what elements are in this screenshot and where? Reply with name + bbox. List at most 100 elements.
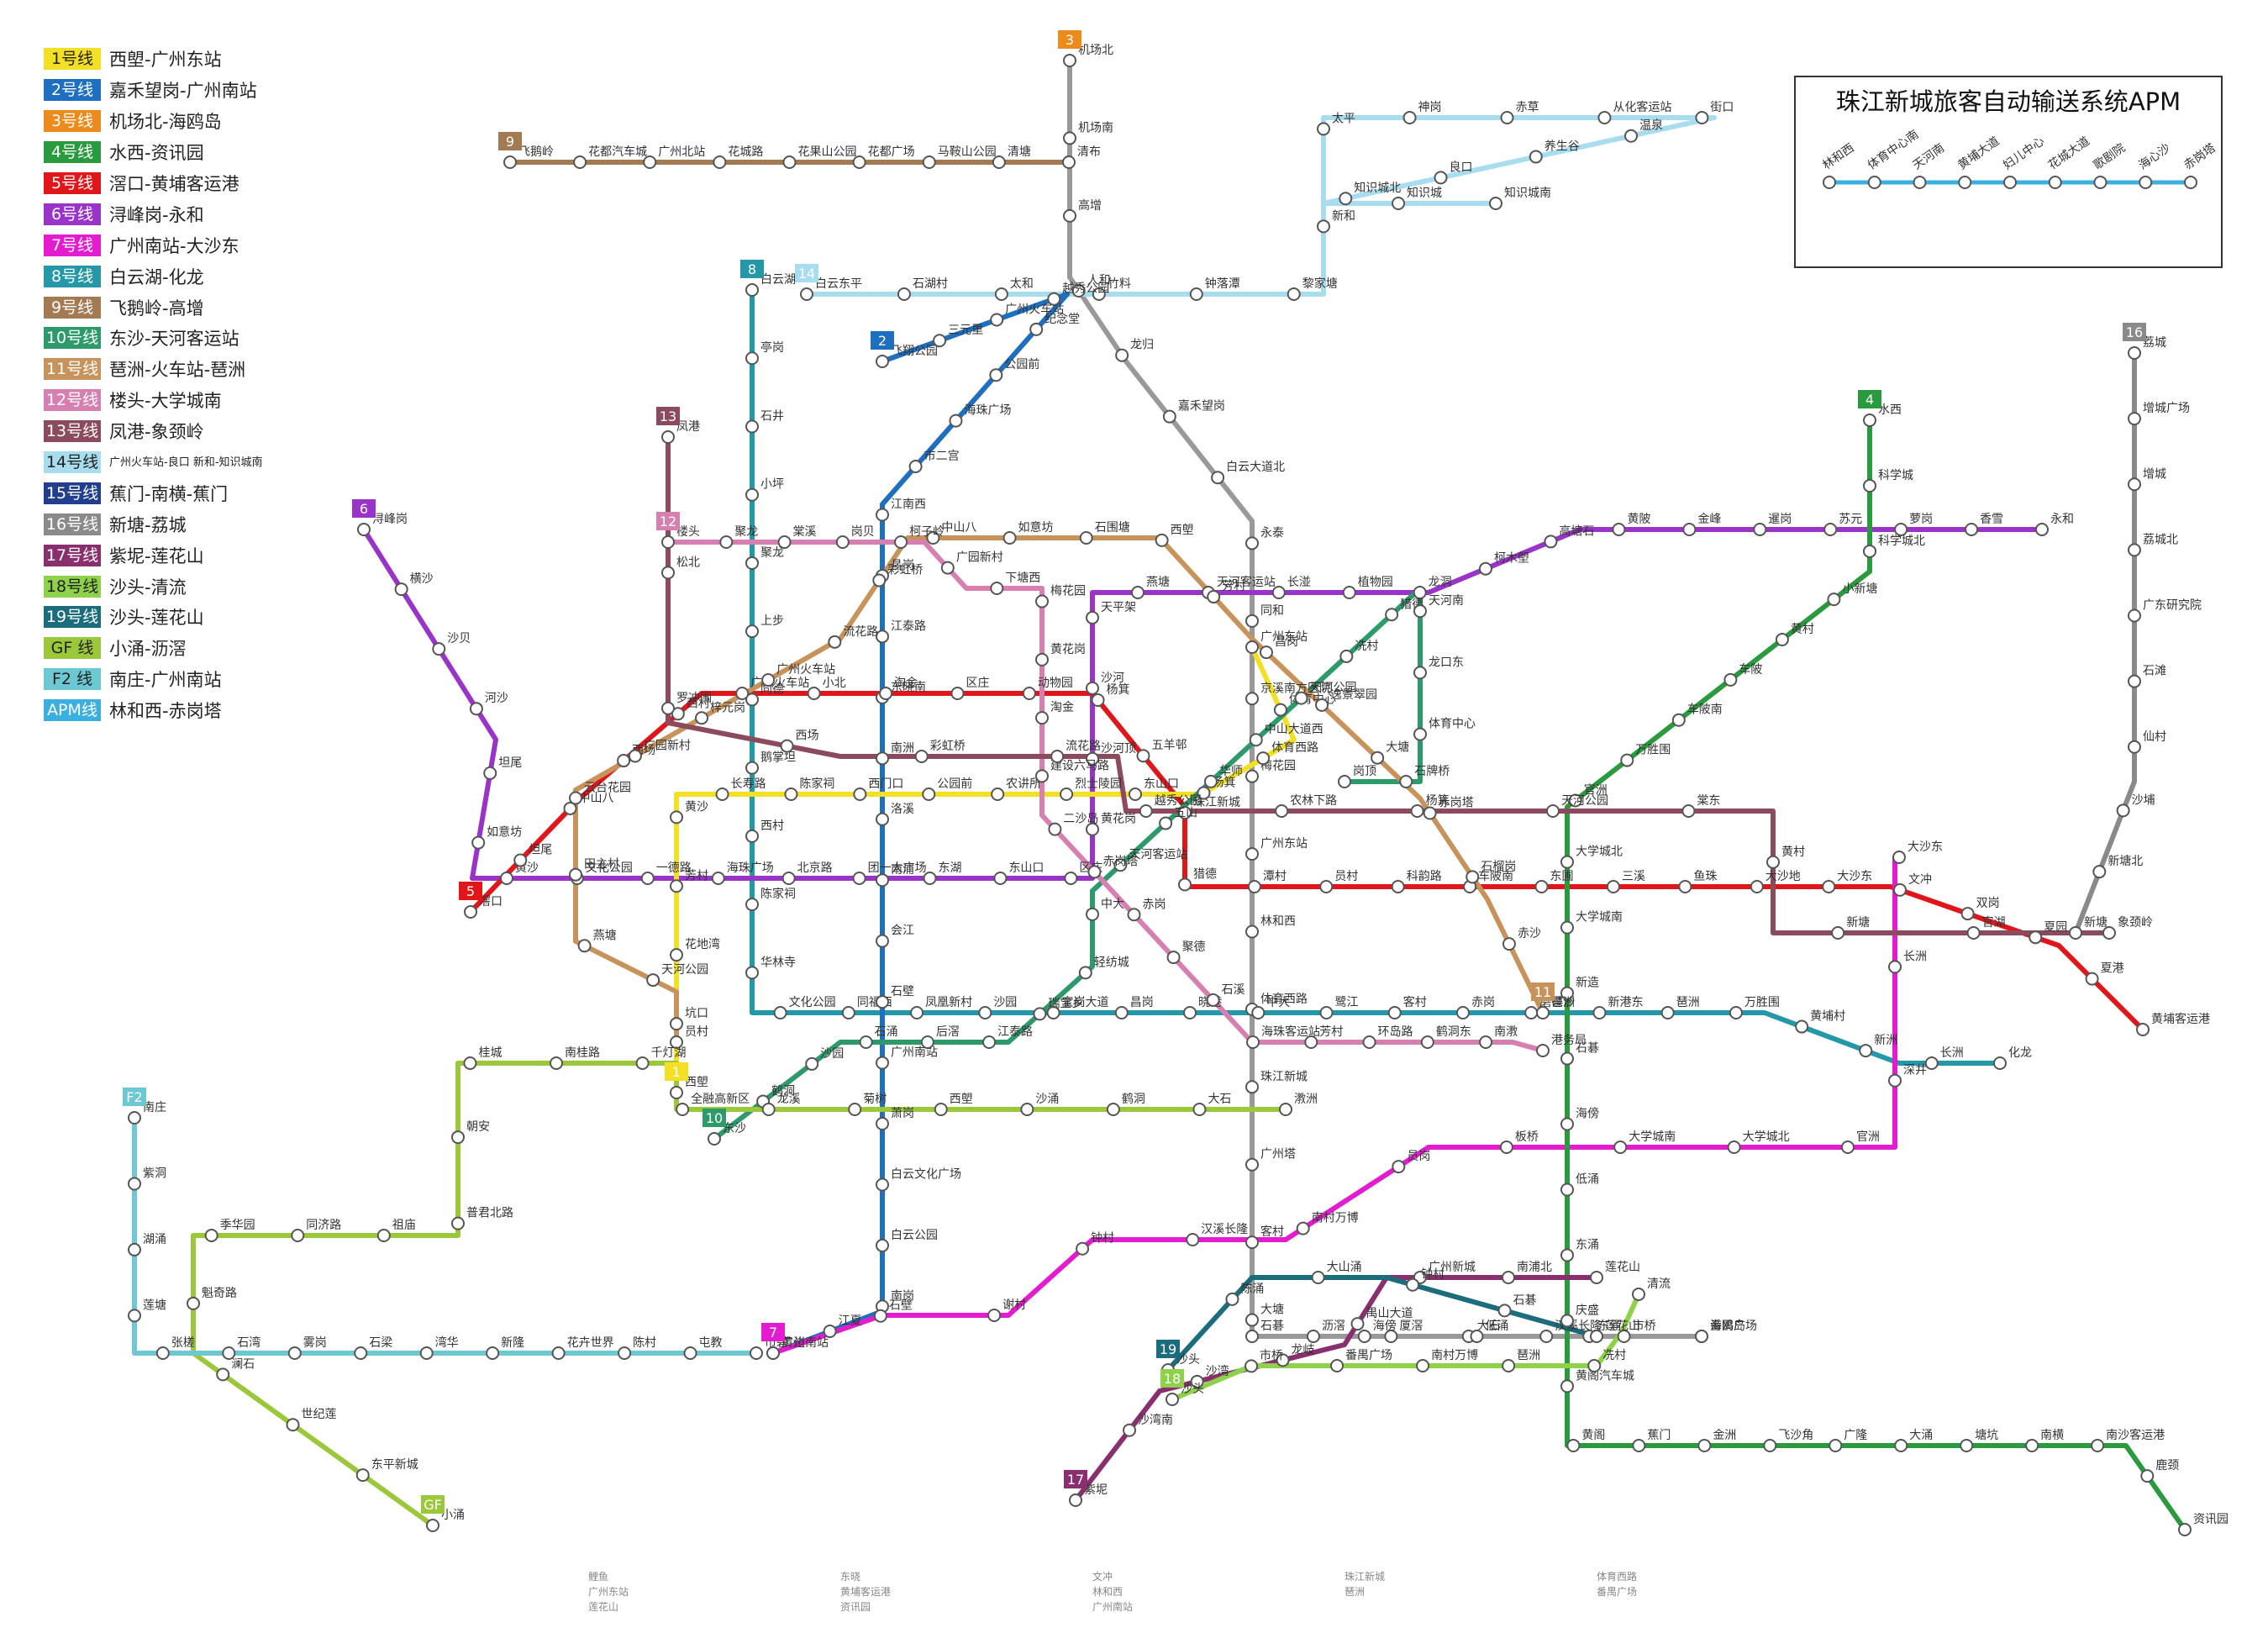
station-l6: 金峰 <box>1682 513 1721 536</box>
station-label: 汉溪长隆 <box>1201 1223 1248 1236</box>
station-l1: 西塱 <box>670 1076 708 1099</box>
station-l5: 东圃 <box>1534 870 1574 893</box>
station-l6: 横沙 <box>394 572 434 597</box>
station-l18: 市桥 <box>1245 1348 1283 1373</box>
station-label: 大学城北 <box>1743 1130 1790 1144</box>
station-label: 增城 <box>2143 467 2166 481</box>
station-dot <box>563 801 577 815</box>
station-label: 大学城南 <box>1629 1130 1676 1144</box>
station-l5: 潭村 <box>1247 869 1287 893</box>
station-dot <box>978 1006 992 1019</box>
apm-station-dot <box>1913 176 1927 189</box>
station-label: 官湖 <box>1982 916 2006 930</box>
station-label: 沙园 <box>993 996 1017 1009</box>
legend-row: 7号线广州南站-大沙东 <box>44 229 329 261</box>
station-dot <box>1727 1140 1741 1154</box>
station-l11: 广州火车站 <box>761 662 835 687</box>
station-l2: 三元里 <box>933 324 983 348</box>
station-dot <box>1840 1140 1855 1154</box>
station-l3e: 石碁 <box>1245 1320 1284 1343</box>
station-label: 云台花园 <box>584 782 631 795</box>
station-label: 南横 <box>2040 1429 2064 1442</box>
station-dot <box>128 1177 141 1191</box>
station-label: 沥滘 <box>1322 1320 1345 1333</box>
line-number-badge <box>1064 1470 1087 1488</box>
station-dot <box>1560 1183 1574 1197</box>
station-dot <box>1155 533 1169 547</box>
station-dot <box>1192 1103 1207 1116</box>
station-l13: 松北 <box>661 556 700 580</box>
station-l6: 植物园 <box>1342 576 1393 599</box>
station-dot <box>745 966 759 980</box>
station-label: 中山八 <box>941 521 976 535</box>
station-l11: 石榴岗 <box>1466 860 1516 884</box>
station-label: 西塱 <box>685 1076 708 1089</box>
station-dot <box>1489 197 1502 210</box>
station-l18: 冼村 <box>1587 1349 1626 1372</box>
station-f2: 湖涌 <box>128 1233 166 1256</box>
station-dot <box>291 1229 305 1242</box>
station-dot <box>1560 1248 1574 1262</box>
station-l10: 天河公园 <box>1294 682 1357 705</box>
station-l14: 知识城南 <box>1489 186 1551 210</box>
station-dot <box>745 419 759 434</box>
station-l13: 彩虹桥 <box>914 740 966 763</box>
station-dot <box>1079 531 1093 545</box>
station-label: 车陂南 <box>1478 869 1513 883</box>
station-l7: 大学城北 <box>1727 1130 1790 1154</box>
station-gf: 西塱 <box>934 1093 973 1116</box>
station-l9: 清塘 <box>992 145 1031 169</box>
station-dot <box>1256 751 1271 766</box>
station-label: 钟村 <box>1091 1231 1114 1246</box>
station-l3n: 白云大道北 <box>1211 461 1285 485</box>
station-label: 新洲 <box>1874 1034 1897 1047</box>
station-l17: 禺山大道 <box>1350 1307 1413 1331</box>
station-label: 石碁 <box>1576 1042 1599 1056</box>
station-label: 黄花岗 <box>1050 642 1086 656</box>
station-label: 文冲 <box>1908 873 1932 887</box>
station-dot <box>1406 1277 1420 1292</box>
station-l4: 广隆 <box>1829 1429 1867 1452</box>
station-dot <box>745 829 759 843</box>
station-label: 鹿颈 <box>2155 1458 2179 1472</box>
station-dot <box>991 788 1005 801</box>
station-l6: 柯木塱 <box>1478 552 1529 576</box>
station-label: 黎家塘 <box>1302 277 1338 291</box>
station-l2: 白云公园 <box>876 1229 938 1252</box>
station-l13: 罗冲围 <box>661 692 712 715</box>
map-label: 广州东站 <box>588 1586 629 1598</box>
station-dot <box>1502 937 1516 951</box>
station-dot <box>876 751 889 766</box>
station-label: 淘金 <box>894 677 918 690</box>
station-label: 广州东站 <box>1260 837 1308 851</box>
station-l7: 石壁 <box>873 1299 913 1323</box>
station-dot <box>835 535 850 549</box>
station-label: 鹅掌坦 <box>760 751 796 765</box>
station-label: 动物园 <box>1038 677 1073 690</box>
station-gf: 东平新城 <box>355 1458 418 1483</box>
station-label: 黄花岗 <box>1101 812 1136 826</box>
station-l1: 杨箕 <box>1197 776 1235 800</box>
station-label: 梓元岗 <box>710 701 745 714</box>
station-label: 流花路 <box>1066 740 1101 753</box>
station-label: 广州火车站 <box>1005 302 1064 316</box>
station-label: 杨箕 <box>1426 793 1450 808</box>
station-l10: 冼村 <box>1339 640 1378 663</box>
station-label: 东涌 <box>1576 1238 1599 1251</box>
station-label: 莲塘 <box>143 1298 166 1312</box>
legend-text: 水西-资讯园 <box>109 143 204 164</box>
station-l3n: 广州东站 <box>1245 837 1308 861</box>
station-l16: 荔城北 <box>2128 533 2178 557</box>
station-label: 坑口 <box>685 1007 708 1020</box>
station-l14: 知识城北 <box>1339 181 1401 206</box>
station-f2: 紫洞 <box>128 1167 166 1191</box>
station-l10: 龙口东 <box>1413 656 1464 680</box>
station-dot <box>2085 972 2099 986</box>
station-dot <box>640 872 655 885</box>
station-l18: 番禺广场 <box>1330 1349 1392 1372</box>
station-dot <box>128 1242 141 1256</box>
station-label: 龙洞 <box>1429 576 1452 589</box>
station-label: 大沙东 <box>1837 870 1872 883</box>
station-label: 清塘 <box>1008 145 1031 159</box>
station-dot <box>1697 1439 1712 1452</box>
